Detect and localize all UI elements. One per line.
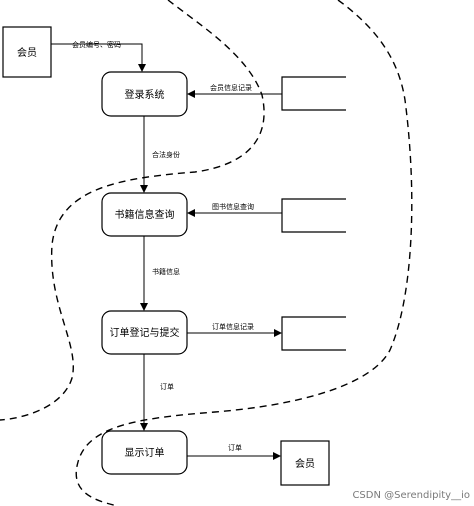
show-order-process-label: 显示订单: [125, 447, 165, 459]
flow-member-to-login-label: 会员编号、密码: [72, 40, 121, 49]
member-sink-box: [280, 440, 330, 486]
book-info-store: [281, 198, 346, 233]
flow-member-to-login: [51, 43, 146, 72]
flow-bookstore-to-query-label: 图书信息查询: [212, 202, 254, 211]
flow-show-to-member-label: 订单: [228, 443, 242, 452]
flow-order-to-show-label: 订单: [160, 382, 174, 391]
member-sink-label: 会员: [295, 457, 315, 470]
show-order-process: [101, 430, 188, 475]
flow-login-to-query-label: 合法身份: [152, 150, 180, 159]
member-source-box: [2, 26, 52, 78]
member-source-label: 会员: [17, 46, 37, 59]
dashed-boundary-left: [0, 0, 265, 421]
flow-records-to-login-label: 会员信息记录: [210, 83, 252, 92]
order-submit-process-label: 订单登记与提交: [110, 326, 180, 339]
book-query-process-label: 书籍信息查询: [115, 208, 175, 221]
flow-order-to-store-label: 订单信息记录: [212, 322, 254, 331]
login-process-label: 登录系统: [125, 88, 165, 101]
flow-query-to-order-label: 书籍信息: [152, 267, 180, 276]
member-record-store: [281, 76, 346, 111]
watermark: CSDN @Serendipity__io: [352, 490, 470, 501]
order-record-store: [281, 316, 346, 351]
